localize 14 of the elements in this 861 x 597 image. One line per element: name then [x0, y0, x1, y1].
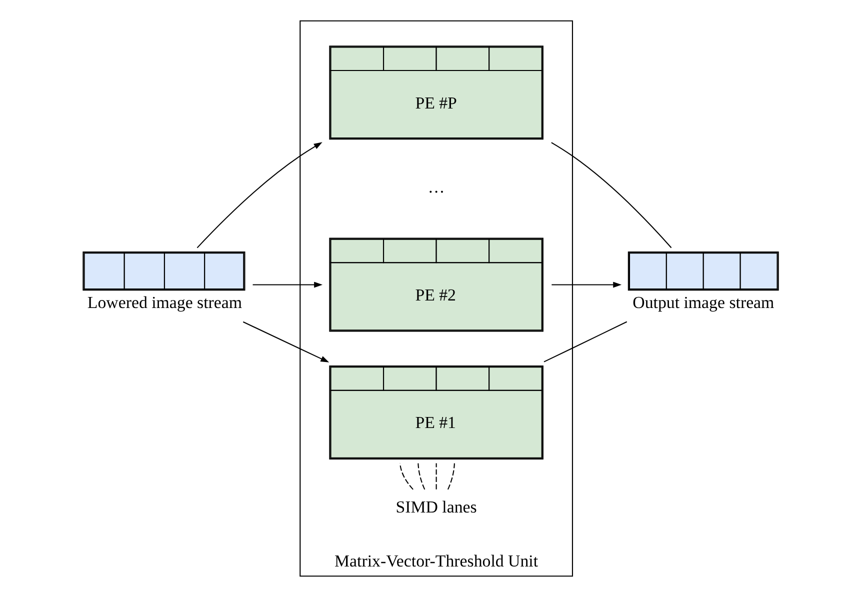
- node-text: SIMD lanes: [396, 498, 477, 517]
- connector: [418, 463, 426, 490]
- arrow: [242, 321, 330, 362]
- connector: [551, 142, 672, 248]
- label: …: [428, 178, 445, 197]
- connector: [544, 321, 628, 362]
- node-label: Output image stream: [632, 292, 774, 312]
- connector: [447, 463, 455, 490]
- arrow: [252, 282, 323, 288]
- node-label: Lowered image stream: [87, 292, 242, 312]
- connector: [436, 463, 437, 490]
- arrow: [196, 142, 322, 248]
- connector: [399, 463, 414, 490]
- arrow: [552, 282, 622, 288]
